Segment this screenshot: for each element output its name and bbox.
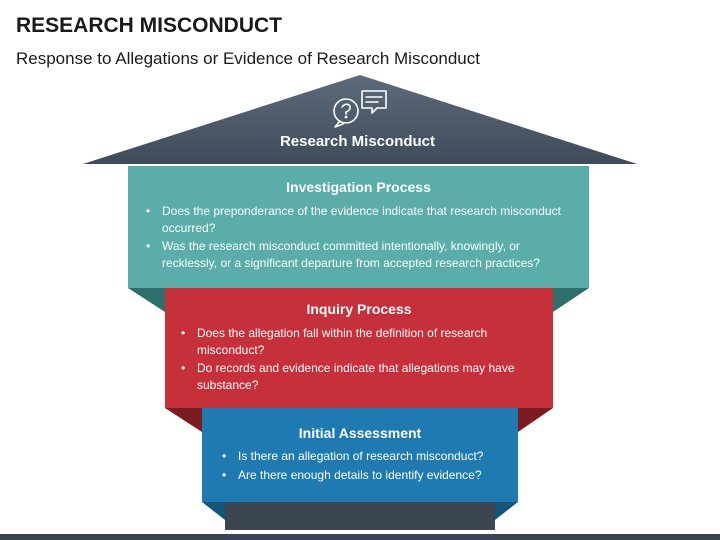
inquiry-fold-right — [518, 408, 553, 432]
investigation-bullet: •Was the research misconduct committed i… — [146, 239, 540, 270]
inquiry-bullet: •Does the allegation fall within the def… — [181, 326, 488, 357]
bottom-strip — [0, 534, 720, 540]
initial-bullet: •Are there enough details to identify ev… — [222, 467, 482, 482]
inquiry-block-bg — [165, 288, 553, 408]
roof-label: Research Misconduct — [279, 133, 436, 150]
inquiry-bullet: •Do records and evidence indicate that a… — [181, 361, 515, 392]
investigation-fold-left — [128, 288, 165, 312]
initial-title: Initial Assessment — [298, 425, 422, 441]
slide-subtitle: Response to Allegations or Evidence of R… — [16, 49, 480, 68]
inquiry-fold-left — [165, 408, 202, 432]
investigation-title: Investigation Process — [286, 179, 431, 195]
roof-shape — [83, 75, 637, 164]
inquiry-title: Inquiry Process — [306, 301, 412, 317]
investigation-process-block: Investigation Process •Does the preponde… — [128, 166, 589, 288]
slide-title: RESEARCH MISCONDUCT — [16, 14, 283, 37]
initial-fold-right — [495, 502, 518, 520]
base-block — [225, 502, 495, 530]
initial-assessment-block: Initial Assessment •Is there an allegati… — [202, 408, 518, 502]
initial-fold-left — [202, 502, 225, 520]
initial-bullet: •Is there an allegation of research misc… — [222, 449, 484, 463]
inquiry-process-block: Inquiry Process •Does the allegation fal… — [165, 288, 553, 408]
chat-question-icon — [333, 90, 387, 128]
initial-block-bg — [202, 408, 518, 502]
investigation-block-bg — [128, 166, 589, 288]
investigation-fold-right — [553, 288, 589, 312]
investigation-bullet: •Does the preponderance of the evidence … — [146, 204, 561, 235]
